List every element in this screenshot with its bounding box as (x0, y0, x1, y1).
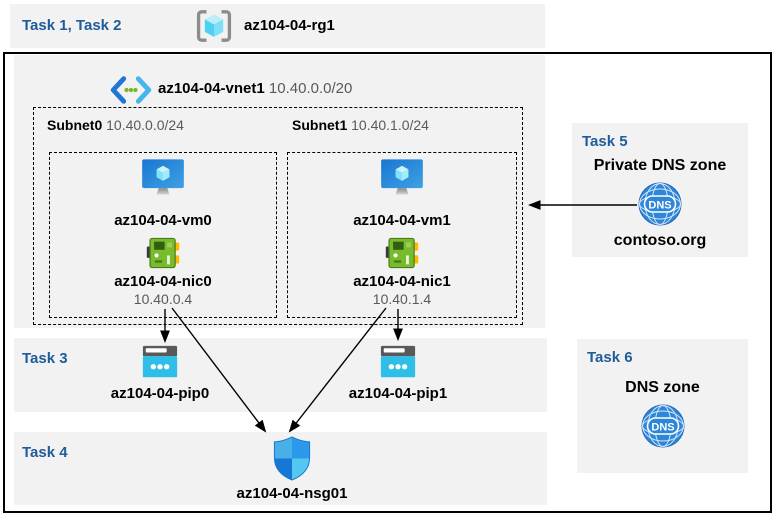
subnet1-cidr: 10.40.1.0/24 (351, 117, 429, 133)
task6-box: Task 6 DNS zone DNS (577, 339, 748, 473)
vnet-cidr: 10.40.0.0/20 (268, 80, 353, 97)
pip1-name: az104-04-pip1 (348, 385, 448, 402)
subnets-boundary: Subnet0 10.40.0.0/24 Subnet1 10.40.1.0/2… (33, 107, 523, 325)
nic1-ip: 10.40.1.4 (372, 291, 432, 307)
resource-group-icon (194, 6, 234, 46)
task4-label: Task 4 (22, 444, 68, 461)
nic1-name: az104-04-nic1 (353, 273, 451, 290)
subnet0-vm-box: az104-04-vm0 az104-04-nic0 (49, 152, 277, 318)
subnet0-cidr: 10.40.0.0/24 (106, 117, 184, 133)
subnet1-vm-box: az104-04-vm1 az104-04-nic1 (287, 152, 517, 318)
vm0-name: az104-04-vm0 (114, 212, 212, 229)
dns-icon-label: DNS (648, 200, 671, 212)
task-1-2-label: Task 1, Task 2 (22, 17, 122, 34)
nsg-group: az104-04-nsg01 (226, 436, 358, 502)
subnet0-label: Subnet0 10.40.0.0/24 (47, 117, 184, 133)
task3-label: Task 3 (22, 350, 68, 367)
task5-box: Task 5 Private DNS zone DNS contoso.org (572, 123, 748, 257)
pip0-group: az104-04-pip0 (94, 344, 226, 402)
private-dns-zone-title: Private DNS zone (593, 157, 727, 174)
nsg-name: az104-04-nsg01 (236, 485, 348, 502)
vm1-name: az104-04-vm1 (353, 212, 451, 229)
subnet1-label: Subnet1 10.40.1.0/24 (292, 117, 429, 133)
task6-label: Task 6 (587, 349, 633, 366)
nic0-name: az104-04-nic0 (114, 273, 212, 290)
vnet-title: az104-04-vnet1 10.40.0.0/20 (158, 80, 352, 97)
task3-band: Task 3 az104-04-pip0 (14, 338, 547, 412)
task4-band: Task 4 az (14, 432, 547, 505)
nic0-icon (144, 236, 182, 270)
public-ip0-icon (141, 344, 179, 380)
pip1-group: az104-04-pip1 (332, 344, 464, 402)
task6-content: DNS zone DNS (577, 379, 748, 448)
private-dns-zone-icon: DNS (638, 182, 682, 226)
public-ip1-icon (379, 344, 417, 380)
nic1-icon (383, 236, 421, 270)
virtual-network-icon (110, 72, 152, 108)
vnet-name: az104-04-vnet1 (158, 80, 265, 97)
resource-group-name: az104-04-rg1 (244, 17, 335, 34)
pip0-name: az104-04-pip0 (110, 385, 210, 402)
subnet0-name: Subnet0 (47, 117, 103, 133)
nic0-ip: 10.40.0.4 (133, 291, 193, 307)
vm1-icon (379, 157, 425, 199)
dns-zone-icon: DNS (641, 404, 685, 448)
resource-group-band: Task 1, Task 2 az104-04-rg1 (10, 4, 545, 48)
vm0-icon (140, 157, 186, 199)
dns-zone-title: DNS zone (625, 379, 700, 396)
nsg-shield-icon (272, 436, 312, 481)
private-dns-zone-name: contoso.org (613, 232, 707, 249)
task5-label: Task 5 (582, 133, 628, 150)
dns-icon-label: DNS (651, 422, 674, 434)
subnet1-name: Subnet1 (292, 117, 348, 133)
vnet-panel: az104-04-vnet1 10.40.0.0/20 Subnet0 10.4… (14, 55, 545, 328)
task5-content: Private DNS zone DNS contoso.org (572, 157, 748, 250)
